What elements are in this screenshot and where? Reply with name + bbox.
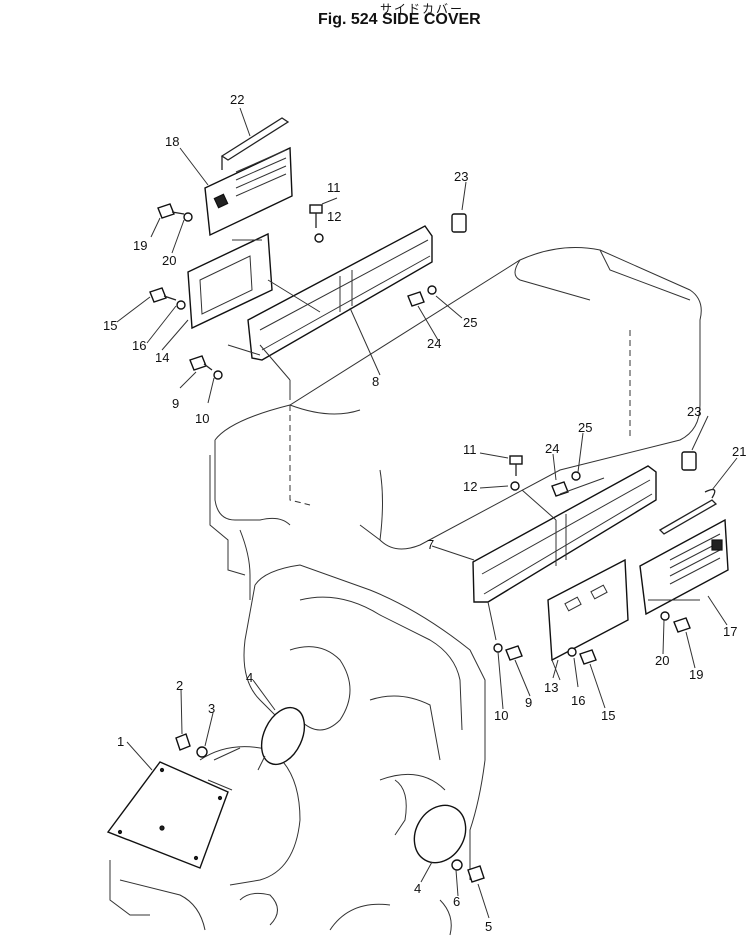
callout-2: 2 [176, 678, 183, 693]
clip-23-lower [681, 451, 697, 471]
rod-22 [220, 117, 290, 161]
leader-lines [116, 107, 738, 919]
clip-23-upper [451, 213, 467, 233]
callout-15: 15 [103, 318, 117, 333]
figure-title: Fig. 524 SIDE COVER [318, 11, 481, 28]
callout-10-b: 10 [494, 708, 508, 723]
callout-23: 23 [454, 169, 468, 184]
callout-labels: 22 18 11 23 12 19 20 15 25 16 24 14 8 9 … [103, 92, 746, 934]
callout-21: 21 [732, 444, 746, 459]
lower-right-assembly [472, 451, 729, 681]
callout-15-b: 15 [601, 708, 615, 723]
callout-11: 11 [327, 180, 341, 195]
callout-25: 25 [463, 315, 477, 330]
callout-19-b: 19 [689, 667, 703, 682]
rod-21 [658, 499, 718, 535]
title-japanese: サイドカバー [380, 2, 465, 16]
upper-left-assembly [149, 117, 467, 400]
callout-23-b: 23 [687, 404, 701, 419]
callout-20-b: 20 [655, 653, 669, 668]
callout-24: 24 [427, 336, 441, 351]
side-cover-17 [639, 518, 729, 616]
frame-7 [472, 465, 657, 603]
round-cover-4-lower [413, 804, 467, 864]
callout-13: 13 [544, 680, 558, 695]
side-cover-18 [204, 146, 293, 237]
callout-12-b: 12 [463, 479, 477, 494]
lower-left-parts [106, 706, 485, 883]
callout-17: 17 [723, 624, 737, 639]
panel-1 [106, 761, 229, 869]
callout-6: 6 [453, 894, 460, 909]
callout-22: 22 [230, 92, 244, 107]
callout-18: 18 [165, 134, 179, 149]
callout-9-b: 9 [525, 695, 532, 710]
callout-5: 5 [485, 919, 492, 934]
callout-4-b: 4 [414, 881, 421, 896]
callout-16: 16 [132, 338, 146, 353]
round-cover-4-upper [260, 706, 306, 766]
callout-11-b: 11 [463, 442, 477, 457]
plate-14 [187, 232, 273, 330]
callout-4: 4 [246, 670, 253, 685]
callout-3: 3 [208, 701, 215, 716]
callout-25-b: 25 [578, 420, 592, 435]
callout-24-b: 24 [545, 441, 559, 456]
callout-1: 1 [117, 734, 124, 749]
callout-8: 8 [372, 374, 379, 389]
callout-19: 19 [133, 238, 147, 253]
callout-9: 9 [172, 396, 179, 411]
plate-13 [547, 558, 629, 662]
callout-20: 20 [162, 253, 176, 268]
callout-10: 10 [195, 411, 209, 426]
machine-body-outline [109, 247, 702, 936]
callout-14: 14 [155, 350, 169, 365]
callout-16-b: 16 [571, 693, 585, 708]
callout-12: 12 [327, 209, 341, 224]
callout-7: 7 [427, 537, 434, 552]
